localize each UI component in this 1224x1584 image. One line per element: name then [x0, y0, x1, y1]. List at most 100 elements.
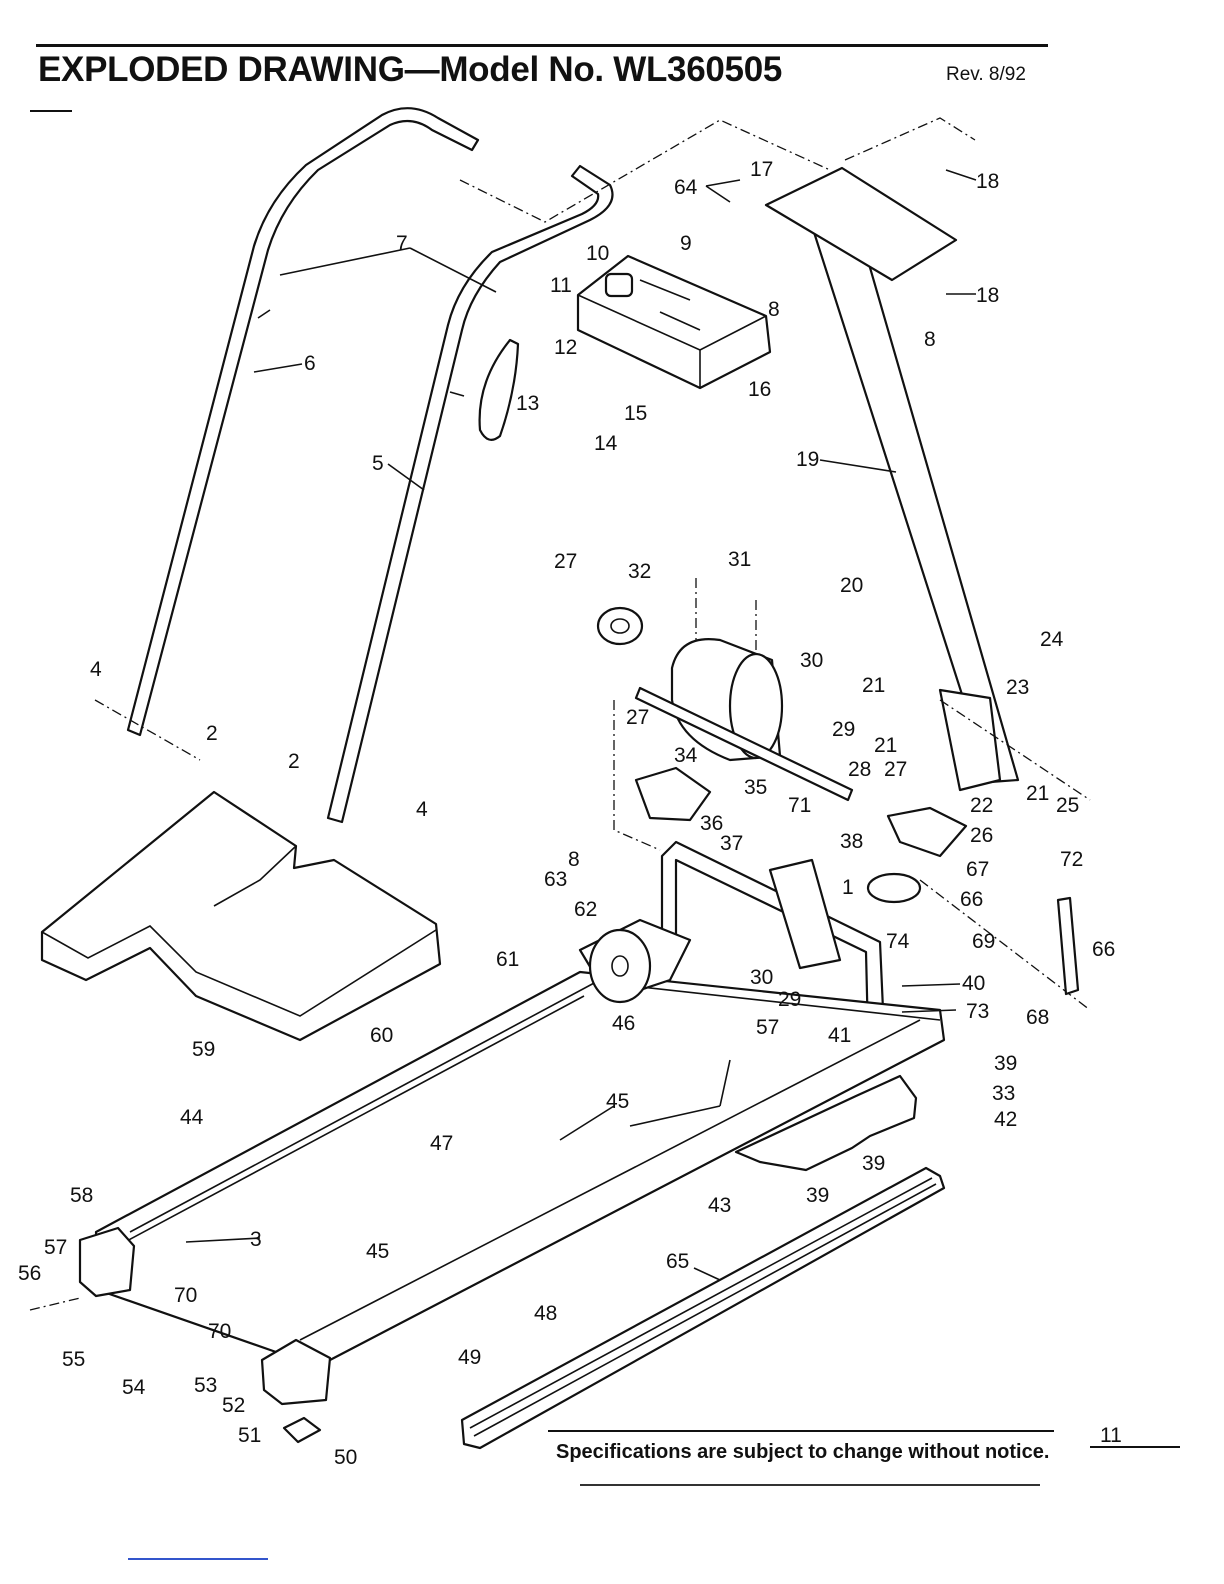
- callout-label: 21: [874, 734, 897, 757]
- callout-label: 30: [750, 966, 773, 989]
- callout-label: 44: [180, 1106, 204, 1129]
- leveling-foot: [282, 1416, 322, 1444]
- callout-label: 63: [544, 868, 567, 891]
- rear-endcap-right: [260, 1338, 332, 1406]
- callout-label: 66: [1092, 938, 1115, 961]
- callout-label: 56: [18, 1262, 41, 1285]
- roller-bracket-left: [634, 766, 712, 822]
- callout-label: 39: [994, 1052, 1017, 1075]
- callout-label: 40: [962, 972, 985, 995]
- callout-label: 27: [554, 550, 577, 573]
- leader-lines: [185, 169, 977, 1281]
- callout-label: 16: [748, 378, 771, 401]
- callout-label: 21: [1026, 782, 1049, 805]
- specifications-notice: Specifications are subject to change wit…: [556, 1441, 1050, 1463]
- handrail-right: [326, 164, 614, 824]
- callout-label: 48: [534, 1302, 557, 1325]
- callout-label: 9: [680, 232, 692, 255]
- callout-label: 35: [744, 776, 767, 799]
- header-rule: [36, 44, 1048, 47]
- callout-label: 34: [674, 744, 698, 767]
- upright: [764, 166, 1020, 792]
- console: [576, 254, 772, 390]
- callout-label: 59: [192, 1038, 215, 1061]
- callout-label: 60: [370, 1024, 393, 1047]
- callout-label: 27: [884, 758, 907, 781]
- callout-label: 25: [1056, 794, 1079, 817]
- callout-label: 5: [372, 452, 384, 475]
- callout-label: 11: [550, 274, 572, 297]
- callout-label: 8: [568, 848, 580, 871]
- callout-label: 18: [976, 170, 999, 193]
- callout-label: 7: [396, 232, 408, 255]
- side-rail: [460, 1166, 946, 1450]
- callout-label: 42: [994, 1108, 1017, 1131]
- callout-label: 13: [516, 392, 539, 415]
- callout-numbers: 1 2 2 3 4 4 5 6 7 8 8 8 9 10 11 12 13 14…: [18, 158, 1115, 1469]
- callout-label: 4: [90, 658, 102, 681]
- callout-label: 66: [960, 888, 983, 911]
- callout-label: 18: [976, 284, 999, 307]
- callout-label: 22: [970, 794, 993, 817]
- callout-label: 37: [720, 832, 743, 855]
- handrail-left: [126, 107, 480, 737]
- callout-label: 19: [796, 448, 819, 471]
- roller: [866, 872, 922, 904]
- rear-endcap-left: [78, 1226, 136, 1298]
- callout-label: 2: [206, 722, 218, 745]
- callout-label: 6: [304, 352, 316, 375]
- callout-label: 24: [1040, 628, 1064, 651]
- callout-label: 71: [788, 794, 811, 817]
- callout-label: 39: [862, 1152, 885, 1175]
- callout-label: 45: [366, 1240, 389, 1263]
- callout-label: 57: [44, 1236, 67, 1259]
- callout-label: 65: [666, 1250, 689, 1273]
- callout-label: 38: [840, 830, 863, 853]
- callout-label: 67: [966, 858, 989, 881]
- callout-label: 8: [924, 328, 936, 351]
- callout-label: 68: [1026, 1006, 1049, 1029]
- callout-label: 73: [966, 1000, 989, 1023]
- callout-label: 49: [458, 1346, 481, 1369]
- callout-label: 53: [194, 1374, 217, 1397]
- callout-label: 30: [800, 649, 823, 672]
- callout-label: 33: [992, 1082, 1015, 1105]
- link-underline: [128, 1558, 268, 1560]
- callout-label: 70: [174, 1284, 197, 1307]
- callout-label: 20: [840, 574, 863, 597]
- callout-label: 62: [574, 898, 597, 921]
- notice-box: [548, 1430, 1054, 1476]
- callout-label: 50: [334, 1446, 357, 1469]
- callout-label: 70: [208, 1320, 231, 1343]
- callout-label: 14: [594, 432, 618, 455]
- callout-label: 36: [700, 812, 723, 835]
- callout-label: 51: [238, 1424, 261, 1447]
- callout-label: 69: [972, 930, 995, 953]
- callout-label: 23: [1006, 676, 1029, 699]
- revision-label: Rev. 8/92: [946, 64, 1026, 85]
- side-cover: [734, 1074, 918, 1172]
- callout-label: 55: [62, 1348, 85, 1371]
- callout-label: 57: [756, 1016, 779, 1039]
- margin-mark: [30, 110, 72, 112]
- gas-spring: [1056, 896, 1080, 996]
- callout-label: 29: [832, 718, 855, 741]
- drive-pulley: [578, 918, 692, 1004]
- callout-label: 21: [862, 674, 885, 697]
- safety-key-cord: [478, 338, 520, 441]
- motor: [596, 606, 854, 802]
- page-title: EXPLODED DRAWING—Model No. WL360505: [38, 50, 783, 89]
- callout-label: 1: [842, 876, 854, 899]
- callout-label: 17: [750, 158, 773, 181]
- callout-label: 31: [728, 548, 751, 571]
- page-number-rule: [1090, 1446, 1180, 1448]
- callout-label: 32: [628, 560, 651, 583]
- motor-hood: [40, 790, 442, 1042]
- callout-label: 43: [708, 1194, 731, 1217]
- callout-label: 45: [606, 1090, 629, 1113]
- callout-label: 64: [674, 176, 698, 199]
- callout-label: 29: [778, 988, 801, 1011]
- callout-label: 3: [250, 1228, 262, 1251]
- callout-label: 2: [288, 750, 300, 773]
